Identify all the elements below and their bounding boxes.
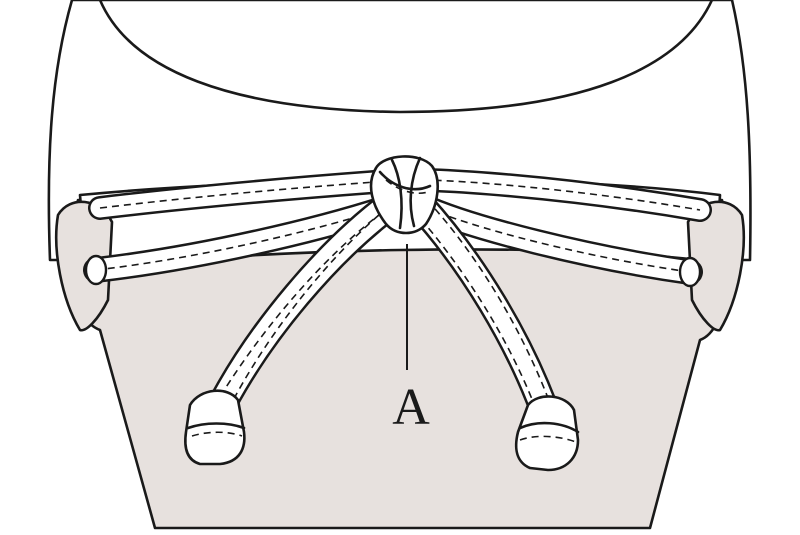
left-cord-end xyxy=(84,254,108,286)
tie-left-tail xyxy=(203,190,405,427)
right-tail-knot-band xyxy=(518,421,580,434)
left-tail-knot xyxy=(184,389,246,466)
central-knot xyxy=(369,155,439,235)
left-tail-knot-stitch xyxy=(191,431,243,437)
callout-label: A xyxy=(392,379,430,436)
right-tail-knot xyxy=(514,395,580,472)
right-side-fold xyxy=(686,200,746,332)
right-cord-end xyxy=(678,256,702,288)
tie-right-tail xyxy=(405,190,563,435)
left-tail-knot-band xyxy=(186,422,246,430)
neckline-curve xyxy=(98,0,714,114)
right-tail-knot-stitch xyxy=(519,435,577,443)
